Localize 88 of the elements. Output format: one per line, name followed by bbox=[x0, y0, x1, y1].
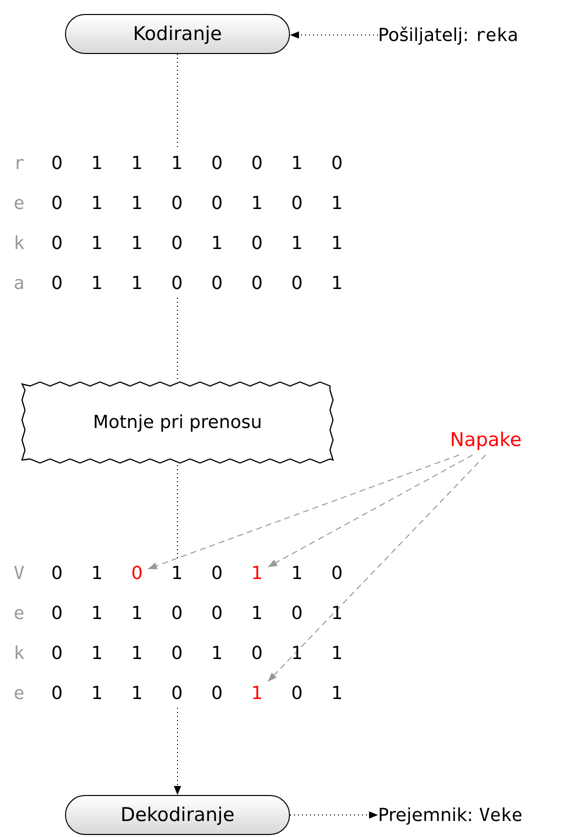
dotted-arrow bbox=[174, 708, 182, 796]
bit-digit: 1 bbox=[166, 150, 188, 176]
bit-digit: 0 bbox=[286, 680, 308, 706]
role-label: Pošiljatelj: bbox=[378, 24, 469, 46]
row-letter: e bbox=[8, 600, 30, 626]
bit-digit: 0 bbox=[206, 270, 228, 296]
callout-label: Napake bbox=[450, 425, 550, 455]
bit-digit: 0 bbox=[206, 150, 228, 176]
bit-digit: 1 bbox=[326, 640, 348, 666]
bit-digit: 0 bbox=[206, 190, 228, 216]
row-letter: a bbox=[8, 270, 30, 296]
bit-digit: 1 bbox=[126, 150, 148, 176]
bit-digit: 0 bbox=[166, 230, 188, 256]
row-letter: k bbox=[8, 230, 30, 256]
bit-digit: 0 bbox=[246, 150, 268, 176]
bit-digit: 1 bbox=[286, 560, 308, 586]
word-label: reka bbox=[474, 24, 518, 46]
bit-digit: 1 bbox=[126, 190, 148, 216]
bit-digit: 0 bbox=[46, 640, 68, 666]
bit-digit: 1 bbox=[86, 270, 108, 296]
bit-digit: 1 bbox=[326, 270, 348, 296]
bit-digit: 0 bbox=[126, 560, 148, 586]
bit-digit: 1 bbox=[246, 560, 268, 586]
bit-digit: 0 bbox=[246, 640, 268, 666]
bit-digit: 1 bbox=[286, 640, 308, 666]
row-letter: V bbox=[8, 560, 30, 586]
bit-digit: 0 bbox=[46, 190, 68, 216]
role-label: Prejemnik: bbox=[378, 804, 474, 826]
bit-digit: 0 bbox=[166, 680, 188, 706]
bit-digit: 1 bbox=[86, 190, 108, 216]
bit-digit: 1 bbox=[126, 270, 148, 296]
bit-digit: 0 bbox=[246, 270, 268, 296]
bit-digit: 1 bbox=[246, 600, 268, 626]
bit-digit: 0 bbox=[326, 560, 348, 586]
row-letter: k bbox=[8, 640, 30, 666]
row-letter: e bbox=[8, 190, 30, 216]
bit-digit: 0 bbox=[166, 270, 188, 296]
bit-digit: 1 bbox=[86, 230, 108, 256]
bit-digit: 1 bbox=[326, 680, 348, 706]
bit-digit: 1 bbox=[86, 640, 108, 666]
dashed-arrow bbox=[268, 454, 486, 682]
dotted-arrow bbox=[290, 31, 378, 39]
bit-digit: 0 bbox=[46, 230, 68, 256]
bit-digit: 1 bbox=[126, 680, 148, 706]
bit-digit: 1 bbox=[166, 560, 188, 586]
bit-digit: 1 bbox=[246, 680, 268, 706]
row-letter: r bbox=[8, 150, 30, 176]
bit-digit: 0 bbox=[166, 600, 188, 626]
bit-digit: 0 bbox=[206, 600, 228, 626]
bit-digit: 1 bbox=[86, 150, 108, 176]
process-box: Dekodiranje bbox=[65, 795, 290, 835]
bit-digit: 1 bbox=[286, 150, 308, 176]
bit-digit: 0 bbox=[206, 560, 228, 586]
bit-digit: 1 bbox=[286, 230, 308, 256]
bit-digit: 0 bbox=[46, 560, 68, 586]
dotted-arrow bbox=[290, 811, 378, 819]
dotted-line bbox=[177, 464, 178, 558]
bit-digit: 0 bbox=[46, 600, 68, 626]
dotted-line bbox=[177, 298, 178, 380]
bit-digit: 1 bbox=[246, 190, 268, 216]
dashed-arrow bbox=[268, 454, 474, 568]
bit-digit: 1 bbox=[326, 600, 348, 626]
bit-digit: 1 bbox=[126, 600, 148, 626]
bit-digit: 1 bbox=[326, 230, 348, 256]
bit-digit: 0 bbox=[286, 190, 308, 216]
bit-digit: 0 bbox=[246, 230, 268, 256]
bit-digit: 0 bbox=[166, 640, 188, 666]
dashed-arrow bbox=[148, 454, 460, 570]
bit-digit: 0 bbox=[46, 270, 68, 296]
bit-digit: 1 bbox=[326, 190, 348, 216]
bit-digit: 0 bbox=[46, 680, 68, 706]
box-label: Motnje pri prenosu bbox=[92, 412, 262, 433]
row-letter: e bbox=[8, 680, 30, 706]
bit-digit: 0 bbox=[286, 270, 308, 296]
bit-digit: 0 bbox=[166, 190, 188, 216]
bit-digit: 1 bbox=[86, 560, 108, 586]
bit-digit: 1 bbox=[126, 230, 148, 256]
bit-digit: 1 bbox=[86, 680, 108, 706]
bit-digit: 0 bbox=[206, 680, 228, 706]
bit-digit: 0 bbox=[326, 150, 348, 176]
bit-digit: 1 bbox=[86, 600, 108, 626]
bit-digit: 0 bbox=[286, 600, 308, 626]
bit-digit: 1 bbox=[126, 640, 148, 666]
process-box: Kodiranje bbox=[65, 14, 290, 54]
word-label: Veke bbox=[479, 804, 522, 826]
bit-digit: 0 bbox=[46, 150, 68, 176]
bit-digit: 1 bbox=[206, 640, 228, 666]
bit-digit: 1 bbox=[206, 230, 228, 256]
